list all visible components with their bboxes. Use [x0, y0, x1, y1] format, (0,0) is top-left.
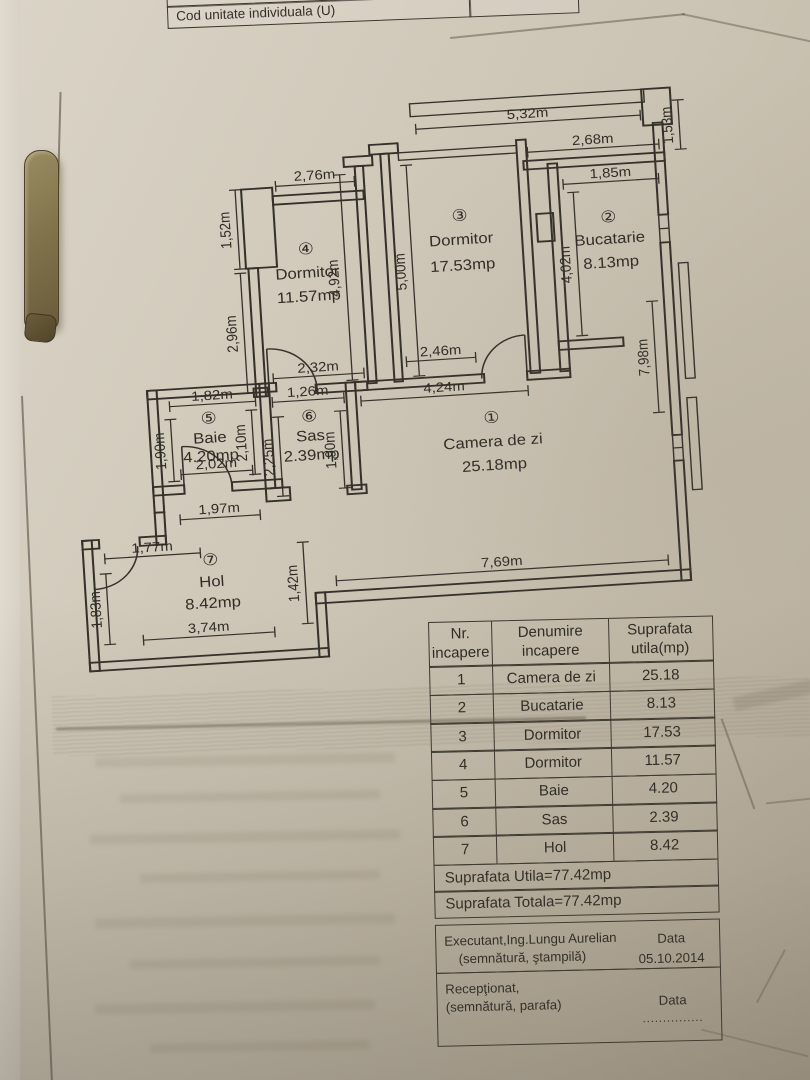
dim-5-32m: 5,32m — [506, 105, 548, 123]
room-5-name: Baie — [193, 429, 228, 447]
dim-2-76m: 2,76m — [293, 167, 335, 185]
header-row-cod-unitate: Cod unitate individuala (U) — [166, 0, 472, 30]
walls — [81, 86, 703, 673]
receptionat-block: Recepţionat, (semnătură, parafa) Data ..… — [435, 966, 723, 1047]
dim-1-85m: 1,85m — [589, 164, 631, 182]
header-row-empty-cell — [469, 0, 580, 18]
dim-7-69m: 7,69m — [481, 554, 523, 572]
executant-signature-note: (semnătură, ştampilă) — [458, 948, 587, 967]
dim-1-90m-sas: 1,90m — [322, 431, 341, 469]
bleed-through-text — [149, 1040, 371, 1053]
pencil-mark — [766, 797, 810, 804]
dim-1-90m-baie: 1,90m — [151, 432, 170, 470]
room-4-name: Dormitor — [275, 263, 341, 283]
dim-5-00m: 5,00m — [392, 253, 411, 291]
dim-2-10m: 2,10m — [232, 424, 251, 462]
receptionat-signature-note: (semnătură, parafa) — [445, 996, 562, 1015]
paper-fastener — [24, 150, 59, 330]
room-2-area: 8.13mp — [583, 253, 640, 273]
room-4-number: ④ — [297, 240, 314, 259]
room-1-number: ① — [483, 408, 500, 427]
dim-1-26m: 1,26m — [286, 383, 328, 401]
dim-1-52m: 1,52m — [217, 211, 236, 249]
room-7-area: 8.42mp — [185, 594, 242, 614]
pencil-mark — [756, 949, 786, 1003]
room-6-name: Sas — [296, 428, 326, 446]
room-2-number: ② — [600, 208, 617, 227]
room-6-number: ⑥ — [301, 407, 318, 426]
room-labels: ④ Dormitor 11.57mp ③ Dormitor 17.53mp ② … — [183, 206, 646, 614]
page-edge-line — [681, 13, 810, 42]
data-dotted-line: ............... — [642, 1011, 704, 1025]
floor-plan: 2,76m 5,32m 2,68m 1,85m 2,32m 2,46m 4,24… — [40, 56, 728, 696]
room-1-name: Camera de zi — [443, 431, 543, 453]
dim-1-53m: 1,53m — [658, 106, 677, 144]
dim-1-97m: 1,97m — [198, 500, 240, 518]
bleed-through-text — [94, 752, 396, 768]
underlying-sheet-edge — [0, 0, 20, 1080]
floor-plan-svg: 2,76m 5,32m 2,68m 1,85m 2,32m 2,46m 4,24… — [81, 86, 703, 673]
dimension-labels: 2,76m 5,32m 2,68m 1,85m 2,32m 2,46m 4,24… — [87, 105, 677, 637]
page-edge-line — [21, 395, 53, 1080]
room-5-area: 4.20mp — [183, 447, 240, 467]
dim-3-74m: 3,74m — [187, 619, 229, 637]
dim-4-92m: 4,92m — [325, 259, 344, 297]
dim-4-24m: 4,24m — [423, 379, 465, 397]
room-5-number: ⑤ — [200, 409, 217, 428]
data-label-2: Data — [658, 991, 687, 1008]
stamp-ghost — [732, 678, 810, 712]
col-header-nr: Nr. — [450, 625, 471, 643]
dim-2-46m: 2,46m — [419, 343, 461, 361]
dim-7-98m: 7,98m — [635, 338, 654, 376]
room-7-name: Hol — [199, 573, 225, 591]
paper-fastener-fold — [23, 312, 58, 344]
dim-4-02m: 4,02m — [557, 246, 576, 284]
data-label: Data — [657, 930, 686, 946]
doors — [91, 334, 528, 591]
room-6-area: 2.39mp — [283, 446, 340, 466]
room-2-name: Bucatarie — [574, 229, 646, 249]
dim-2-96m: 2,96m — [223, 315, 242, 353]
bleed-through-text — [139, 869, 381, 884]
executant-block: Executant,Ing.Lungu Aurelian (semnătură,… — [434, 918, 721, 975]
dim-1-42m: 1,42m — [284, 564, 303, 602]
bleed-through-text — [129, 955, 381, 970]
pencil-mark — [720, 718, 755, 810]
dim-2-25m: 2,25m — [260, 438, 279, 476]
document-header: Cartea F Cod unitate individuala (U) — [166, 0, 587, 30]
room-4-area: 11.57mp — [277, 287, 342, 307]
room-7-number: ⑦ — [202, 550, 219, 569]
col-header-denumire: Denumire — [517, 622, 583, 642]
dim-1-77m: 1,77m — [131, 539, 173, 557]
room-1-area: 25.18mp — [462, 456, 528, 476]
data-value: 05.10.2014 — [638, 949, 705, 966]
dim-1-82m: 1,82m — [191, 387, 233, 405]
bleed-through-text — [94, 999, 376, 1015]
dim-1-83m: 1,83m — [87, 591, 106, 629]
bleed-through-text — [94, 913, 396, 929]
dim-2-02m: 2,02m — [195, 456, 237, 474]
room-3-name: Dormitor — [429, 230, 495, 250]
bleed-through-text — [119, 789, 381, 804]
room-3-area: 17.53mp — [430, 256, 496, 276]
dim-2-32m: 2,32m — [297, 359, 339, 377]
bleed-through-text — [89, 829, 401, 845]
dim-2-68m: 2,68m — [572, 131, 614, 149]
dimension-lines — [99, 98, 687, 646]
room-3-number: ③ — [451, 206, 468, 225]
col-header-suprafata: Suprafata — [627, 620, 693, 639]
total-totala-row: Suprafata Totala=77.42mp — [434, 884, 720, 919]
